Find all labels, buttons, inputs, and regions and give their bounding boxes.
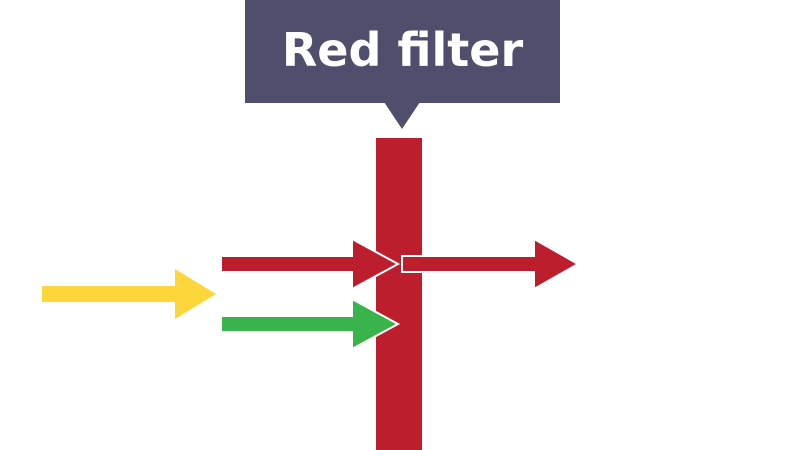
callout-box: Red filter xyxy=(245,0,560,103)
callout-pointer xyxy=(384,102,420,129)
yellow-arrow-icon xyxy=(42,269,216,319)
red-input-arrow-icon xyxy=(221,237,401,291)
callout-title: Red filter xyxy=(281,22,524,77)
red-filter-bar xyxy=(376,138,422,450)
red-output-arrow-icon xyxy=(401,237,581,291)
green-input-arrow-icon xyxy=(221,297,401,351)
